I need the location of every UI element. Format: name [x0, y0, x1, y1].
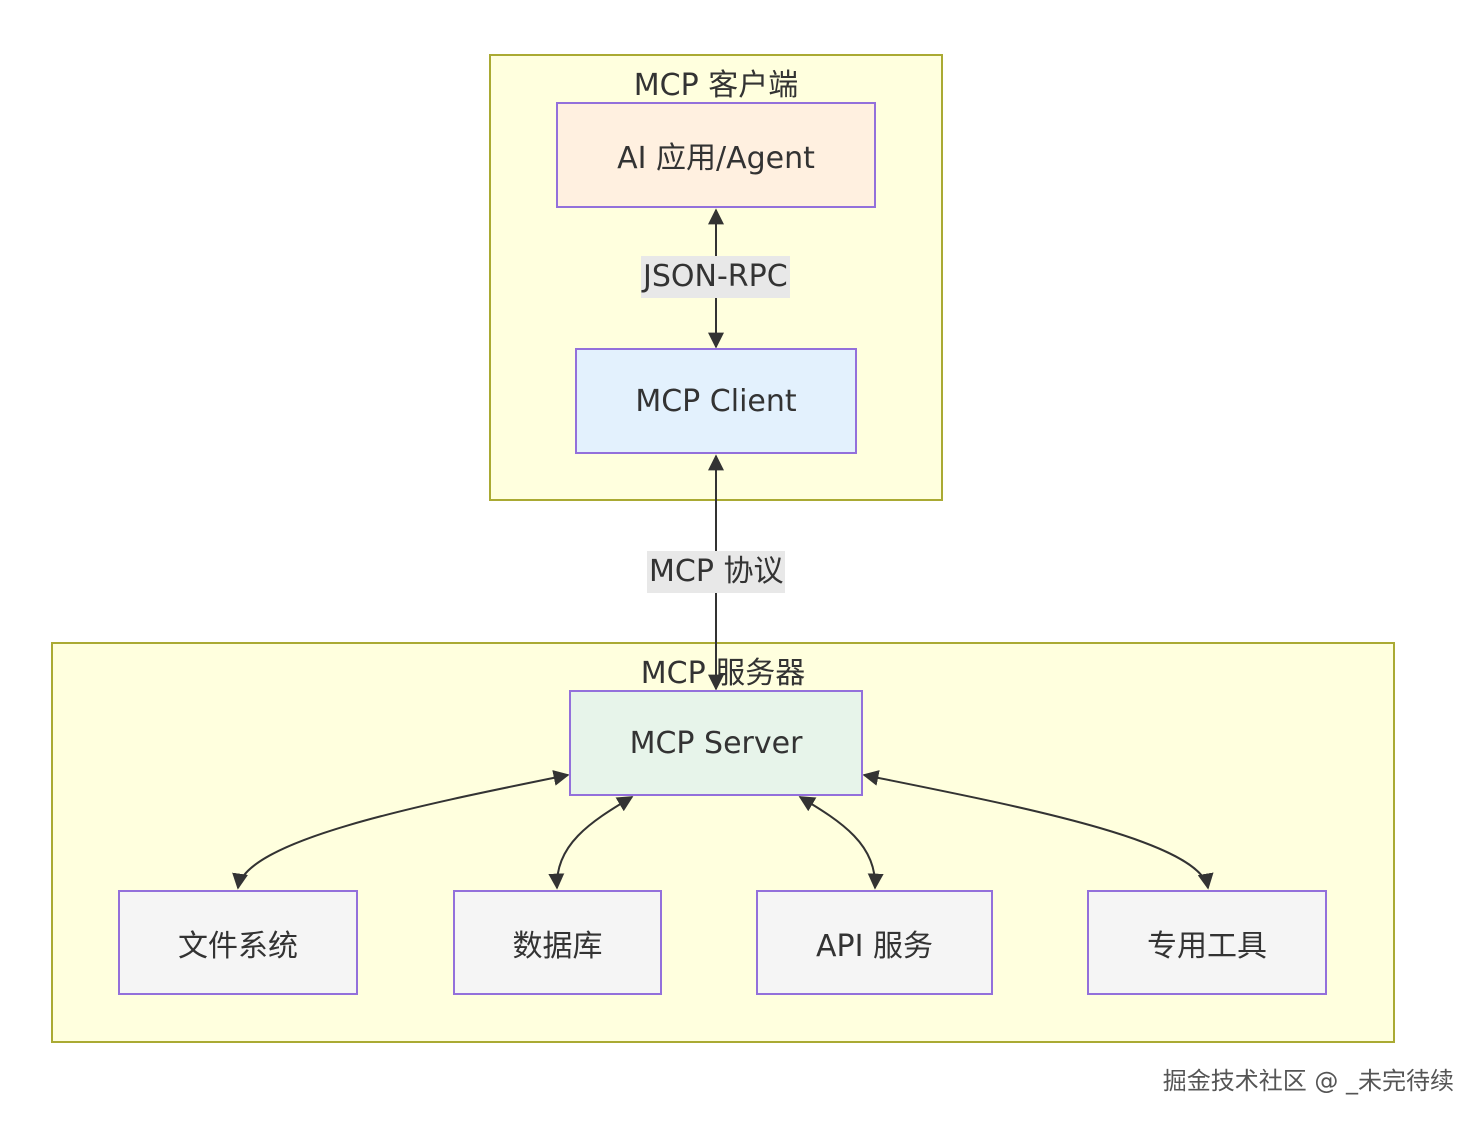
watermark: 掘金技术社区 @ _未完待续: [1162, 1067, 1454, 1095]
node-special-tools: 专用工具: [1087, 890, 1327, 995]
node-api-service: API 服务: [756, 890, 993, 995]
edge-label-json-rpc: JSON-RPC: [641, 256, 790, 298]
node-filesystem: 文件系统: [118, 890, 358, 995]
node-filesystem-label: 文件系统: [178, 928, 298, 964]
edge-server-api: [798, 796, 884, 890]
node-mcp-server: MCP Server: [569, 690, 863, 796]
node-mcp-client: MCP Client: [575, 348, 857, 454]
node-ai-app-label: AI 应用/Agent: [617, 141, 815, 176]
node-special-tools-label: 专用工具: [1147, 928, 1267, 964]
node-api-service-label: API 服务: [816, 928, 933, 964]
edge-server-database: [548, 796, 634, 890]
node-database-label: 数据库: [512, 928, 603, 964]
edge-label-mcp-protocol: MCP 协议: [647, 551, 786, 593]
edge-server-filesystem: [232, 770, 570, 890]
node-mcp-server-label: MCP Server: [629, 725, 803, 761]
node-mcp-client-label: MCP Client: [635, 383, 797, 419]
edge-server-tools: [862, 770, 1214, 890]
node-database: 数据库: [453, 890, 662, 995]
node-ai-app: AI 应用/Agent: [556, 102, 876, 208]
client-group-title: MCP 客户端: [633, 68, 799, 103]
